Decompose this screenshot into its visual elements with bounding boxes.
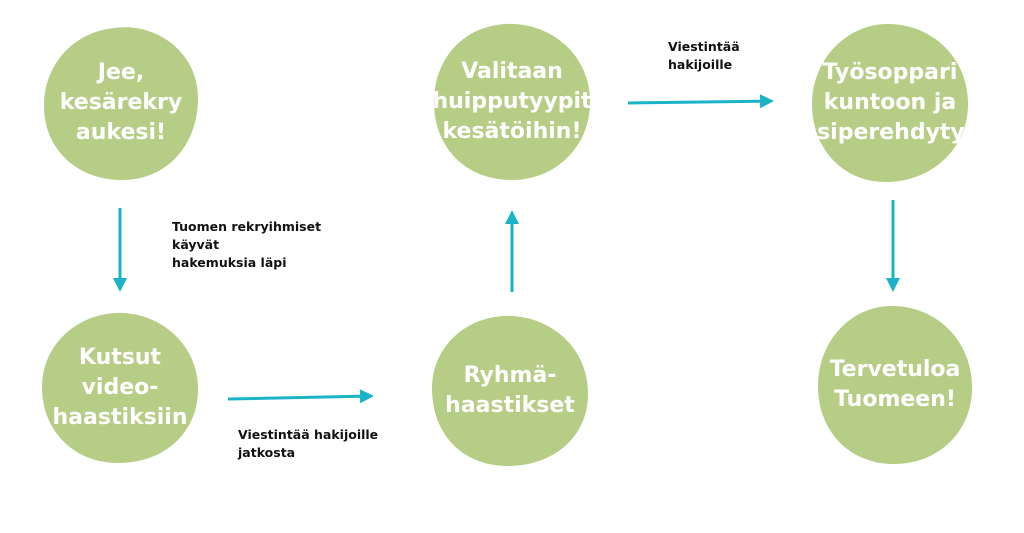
node-shape <box>42 312 198 463</box>
arrowhead-kutsut-to-ryhma <box>359 389 374 404</box>
node-shape <box>432 315 588 466</box>
node-shape <box>812 24 968 182</box>
note-rekry: Tuomen rekryihmiset käyvät hakemuksia lä… <box>172 219 322 270</box>
node-label: Tervetuloa Tuomeen! <box>829 357 961 412</box>
arrow-valitaan-to-tyosopimus <box>627 99 761 105</box>
node-shape <box>434 23 590 180</box>
node-label: Kutsut video- haastiksiin <box>52 345 188 430</box>
node-ryhma: Ryhmä- haastikset <box>432 315 588 466</box>
node-label: Jee, kesärekry aukesi! <box>59 60 183 145</box>
node-valitaan: Valitaan huipputyypit kesätöihin! <box>432 23 592 180</box>
arrow-kutsut-to-ryhma <box>227 394 361 401</box>
node-tyosopimus: Työsoppari kuntoon ja esiperehdytys <box>802 24 978 182</box>
node-label: Työsoppari kuntoon ja esiperehdytys <box>802 60 978 145</box>
node-shape <box>44 27 198 180</box>
arrowhead-valitaan-to-tyosopimus <box>759 94 774 109</box>
arrowhead-tyosopimus-to-tervetuloa <box>886 278 900 292</box>
note-jatkosta: Viestintää hakijoille jatkosta <box>238 427 379 460</box>
node-kutsut: Kutsut video- haastiksiin <box>42 312 198 463</box>
node-tervetuloa: Tervetuloa Tuomeen! <box>818 306 972 464</box>
arrowhead-jee-to-kutsut <box>113 278 127 292</box>
node-label: Ryhmä- haastikset <box>445 363 575 418</box>
node-jee: Jee, kesärekry aukesi! <box>44 26 198 180</box>
note-hakijoille: Viestintää hakijoille <box>668 39 740 72</box>
arrowhead-ryhma-to-valitaan <box>505 210 519 224</box>
node-label: Valitaan huipputyypit kesätöihin! <box>432 59 592 144</box>
node-shape <box>818 306 972 464</box>
